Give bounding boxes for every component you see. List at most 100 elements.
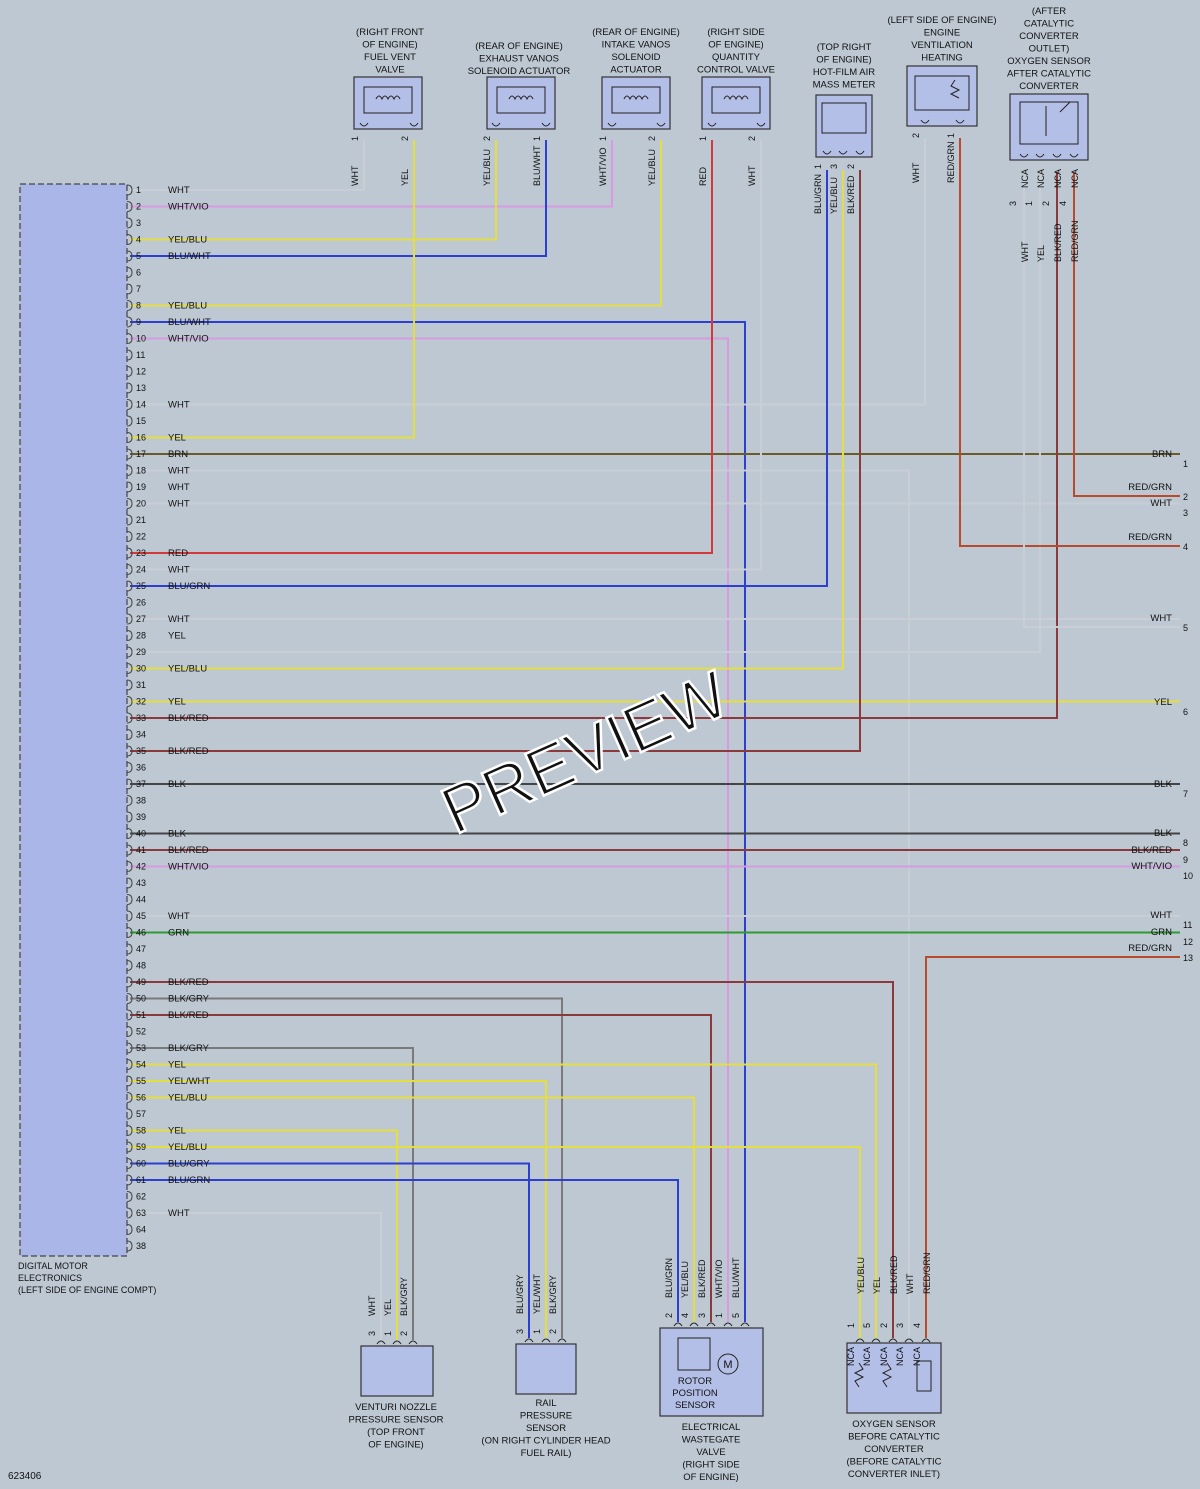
ecu-pin-number: 46 <box>136 928 146 938</box>
ecu-pin-mark <box>126 349 133 361</box>
pin-mark <box>921 1338 931 1343</box>
rotor-sensor-symbol <box>677 1337 711 1371</box>
ecu-pin-number: 20 <box>136 499 146 509</box>
ecu-pin-wire-label: YEL/BLU <box>168 664 207 675</box>
o2-before-cat-label: CONVERTER <box>864 1444 924 1455</box>
o2-after-cat-label: AFTER CATALYTIC <box>1007 69 1091 80</box>
ecu-pin-wire-label: YEL/WHT <box>168 1076 210 1087</box>
ecu-pin-number: 41 <box>136 845 146 855</box>
right-connector-wire-label: GRN <box>1151 927 1172 938</box>
ecu-pin-number: 43 <box>136 878 146 888</box>
ecu-pin-mark <box>126 597 133 608</box>
right-connector-wire-label: YEL <box>1154 697 1172 708</box>
o2-before-cat-label: OXYGEN SENSOR <box>852 1419 936 1430</box>
right-connector-pin: 13 <box>1183 953 1193 963</box>
venturi-sensor-body <box>360 1345 434 1397</box>
ecu-pin-number: 36 <box>136 763 146 773</box>
wire-pin-9 <box>130 321 746 1322</box>
o2-before-cat-body <box>846 1342 942 1414</box>
pin-number: 2 <box>482 136 492 141</box>
ecu-pin-wire-label: WHT <box>168 482 190 493</box>
ecu-pin-mark <box>126 630 133 641</box>
ecu-pin-mark <box>126 1240 133 1252</box>
ecu-pin-mark <box>126 1042 133 1054</box>
pin-number: 3 <box>829 164 839 169</box>
ecu-pin-wire-label: WHT <box>168 1208 190 1219</box>
ecu-pin-number: 35 <box>136 746 146 756</box>
ecu-pin-number: 21 <box>136 515 146 525</box>
wire-pin-25 <box>130 170 828 587</box>
wastegate-valve-label: WASTEGATE <box>682 1435 741 1446</box>
hot-film-maf-body <box>815 94 873 158</box>
pin-number: 2 <box>400 136 410 141</box>
pin-wire-label: RED/GRN <box>946 141 956 183</box>
ecu-pin-mark <box>126 1026 133 1037</box>
ecu-pin-number: 24 <box>136 565 146 575</box>
o2-before-cat-label: CONVERTER INLET) <box>848 1469 940 1480</box>
pin-number: 5 <box>731 1313 741 1318</box>
ecu-pin-wire-label: BLU/GRY <box>168 1159 210 1170</box>
ecu-pin-number: 28 <box>136 631 146 641</box>
ecu-pin-mark <box>126 580 133 592</box>
ecu-pin-mark <box>126 547 133 559</box>
ecu-pin-mark <box>126 465 133 476</box>
ventilation-heating-label: VENTILATION <box>911 40 973 51</box>
ecu-pin-wire-label: BLK/GRY <box>168 1043 210 1054</box>
pin-number: 1 <box>714 1313 724 1318</box>
ecu-pin-number: 31 <box>136 680 146 690</box>
ecu-pin-number: 47 <box>136 944 146 954</box>
ecu-pin-number: 50 <box>136 994 146 1004</box>
pin-mark <box>888 1338 898 1343</box>
pin-number: 4 <box>912 1323 922 1328</box>
pin-wire-label: WHT <box>747 165 757 186</box>
right-connector-wire-label: BLK <box>1154 779 1173 790</box>
wire-pin-49 <box>130 981 894 1338</box>
ventilation-heating-label: HEATING <box>921 53 963 64</box>
ecu-pin-mark <box>126 1158 133 1169</box>
ecu-pin-number: 34 <box>136 730 146 740</box>
ecu-pin-number: 11 <box>136 350 145 360</box>
wire-pin-30 <box>130 170 844 670</box>
pin-wire-label: YEL/BLU <box>482 149 492 186</box>
pin-mark <box>756 122 766 127</box>
venturi-sensor-label: OF ENGINE) <box>368 1440 423 1451</box>
intake-vanos-label: INTAKE VANOS <box>602 40 671 51</box>
ecu-pin-wire-label: BLK/RED <box>168 746 209 757</box>
ecu-pin-wire-label: BLK/GRY <box>168 994 210 1005</box>
rail-pressure-sensor-label: RAIL <box>535 1398 556 1409</box>
pin-wire-label: BLU/GRN <box>664 1258 674 1298</box>
wires-layer <box>130 138 1180 1340</box>
ventilation-heating-label: ENGINE <box>924 28 960 39</box>
rail-pressure-sensor-body <box>515 1343 577 1395</box>
wastegate-valve-label: ELECTRICAL <box>682 1422 741 1433</box>
ecu-pin-number: 57 <box>136 1109 146 1119</box>
ecu-pin-wire-label: BLK <box>168 829 187 840</box>
ecu-pin-wire-label: WHT <box>168 400 190 411</box>
fuel-vent-valve-label: (RIGHT FRONT <box>356 27 424 38</box>
ecu-pin-number: 44 <box>136 895 146 905</box>
ecu-pin-mark <box>126 250 133 262</box>
wire-pin-51 <box>130 1014 712 1322</box>
pin-number: 1 <box>532 1329 542 1334</box>
ecu-pin-number: 8 <box>136 301 141 311</box>
right-connector-wire-label: WHT <box>1150 498 1172 509</box>
ecu-pin-mark <box>126 448 133 460</box>
right-connector-pin: 12 <box>1183 937 1193 947</box>
ecu-pin-number: 53 <box>136 1043 146 1053</box>
wire-pin-35 <box>130 170 861 752</box>
ecu-pin-number: 22 <box>136 532 146 542</box>
wire-pin-61 <box>130 1179 679 1322</box>
pin-mark <box>689 1322 699 1327</box>
wire-pin-53 <box>130 1047 414 1340</box>
pin-number: 3 <box>515 1329 525 1334</box>
ecu-pin-wire-label: BLK/RED <box>168 1010 209 1021</box>
pin-number: 2 <box>647 136 657 141</box>
wire-pin-24 <box>130 140 762 571</box>
ecu-pin-number: 39 <box>136 812 146 822</box>
ecu-pin-wire-label: BRN <box>168 449 188 460</box>
ecu-pin-mark <box>126 828 133 839</box>
pin-mark <box>376 1340 386 1345</box>
ecu-pin-mark <box>126 531 133 542</box>
o2-before-cat-label: (BEFORE CATALYTIC <box>846 1457 941 1468</box>
ecu-pin-number: 23 <box>136 548 146 558</box>
